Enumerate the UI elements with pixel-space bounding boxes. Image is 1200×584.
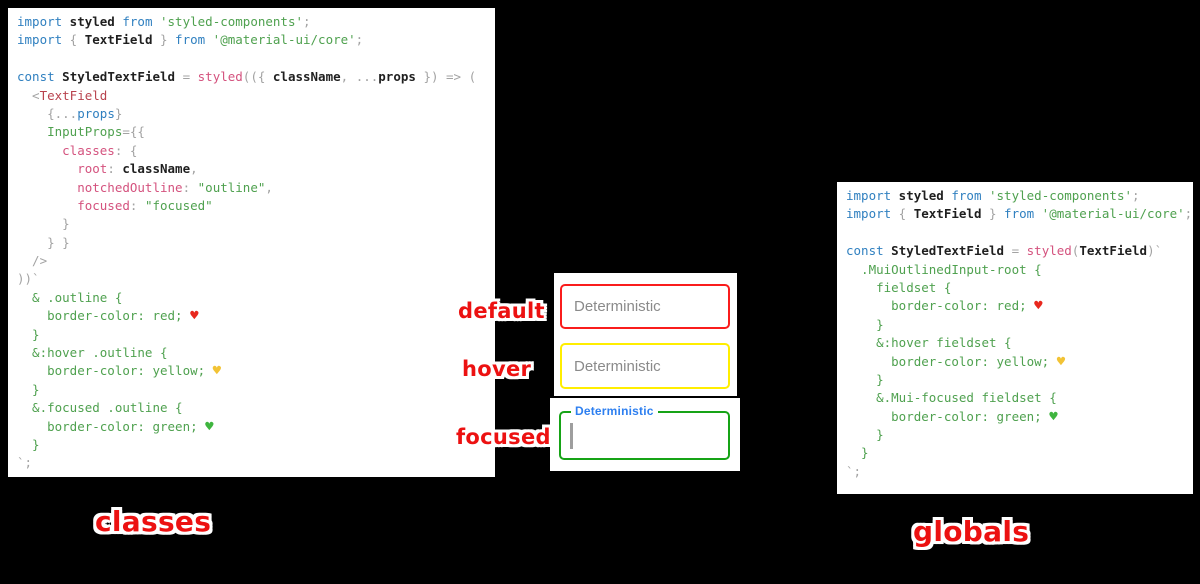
code-line: }	[17, 216, 70, 232]
code-panel-globals: import styled from 'styled-components'; i…	[837, 182, 1193, 494]
code-line	[17, 50, 491, 68]
state-label-hover: hover	[462, 357, 532, 381]
code-line: import { TextField } from '@material-ui/…	[17, 32, 364, 48]
code-line: &:hover fieldset {	[846, 335, 1012, 351]
green-heart-icon: ♥	[205, 418, 214, 435]
code-line: border-color: yellow; ♥	[846, 353, 1066, 370]
code-line: <TextField	[17, 87, 108, 103]
caption-globals: globals	[913, 515, 1030, 548]
code-line: }	[17, 326, 40, 342]
code-line: border-color: yellow; ♥	[17, 363, 222, 380]
code-line: import { TextField } from '@material-ui/…	[846, 206, 1193, 222]
code-line: focused: "focused"	[17, 197, 213, 213]
textfield-default[interactable]	[560, 284, 730, 329]
textfield-focused-input[interactable]	[561, 413, 728, 458]
code-line: const StyledTextField = styled(TextField…	[846, 243, 1163, 259]
code-line: />	[17, 253, 48, 269]
textfield-focused[interactable]: Deterministic	[559, 404, 730, 460]
code-line: } }	[17, 234, 70, 250]
code-panel-classes: import styled from 'styled-components'; i…	[8, 8, 495, 477]
code-line: `;	[846, 463, 862, 479]
code-line: {...props}	[17, 105, 123, 121]
code-line: }	[17, 436, 40, 452]
code-line: }	[846, 316, 884, 332]
code-line: &:hover .outline {	[17, 345, 168, 361]
code-line: }	[846, 371, 884, 387]
code-line: root: className,	[17, 161, 198, 177]
yellow-heart-icon: ♥	[1056, 353, 1066, 370]
code-line: border-color: red; ♥	[846, 298, 1043, 315]
code-line: .MuiOutlinedInput-root {	[846, 261, 1042, 277]
code-line: fieldset {	[846, 279, 952, 295]
state-label-default: default	[458, 299, 545, 323]
code-line: border-color: green; ♥	[17, 418, 214, 435]
textfield-demo-card	[554, 273, 737, 396]
yellow-heart-icon: ♥	[212, 363, 222, 380]
textfield-default-input[interactable]	[562, 286, 728, 327]
caption-classes: classes	[95, 505, 212, 538]
code-line: InputProps={{	[17, 124, 145, 140]
textfield-demo-card-focused: Deterministic	[550, 398, 740, 471]
green-heart-icon: ♥	[1049, 408, 1058, 425]
red-heart-icon: ♥	[1034, 298, 1043, 315]
code-line: }	[17, 381, 40, 397]
textfield-hover-input[interactable]	[562, 345, 728, 387]
code-line: border-color: green; ♥	[846, 408, 1058, 425]
code-line	[846, 224, 1189, 242]
code-line: classes: {	[17, 142, 138, 158]
textfield-hover[interactable]	[560, 343, 730, 389]
red-heart-icon: ♥	[190, 308, 199, 325]
code-line: &.Mui-focused fieldset {	[846, 390, 1057, 406]
code-line: border-color: red; ♥	[17, 308, 199, 325]
code-line: & .outline {	[17, 289, 123, 305]
code-line: &.focused .outline {	[17, 400, 183, 416]
code-line: notchedOutline: "outline",	[17, 179, 273, 195]
code-line: import styled from 'styled-components';	[846, 188, 1140, 203]
code-line: }	[846, 445, 869, 461]
code-line: `;	[17, 455, 33, 471]
state-label-focused: focused	[456, 425, 551, 449]
code-line: import styled from 'styled-components';	[17, 14, 311, 29]
code-line: }	[846, 427, 884, 443]
code-line: const StyledTextField = styled(({ classN…	[17, 69, 477, 85]
code-line: ))`	[17, 271, 40, 287]
